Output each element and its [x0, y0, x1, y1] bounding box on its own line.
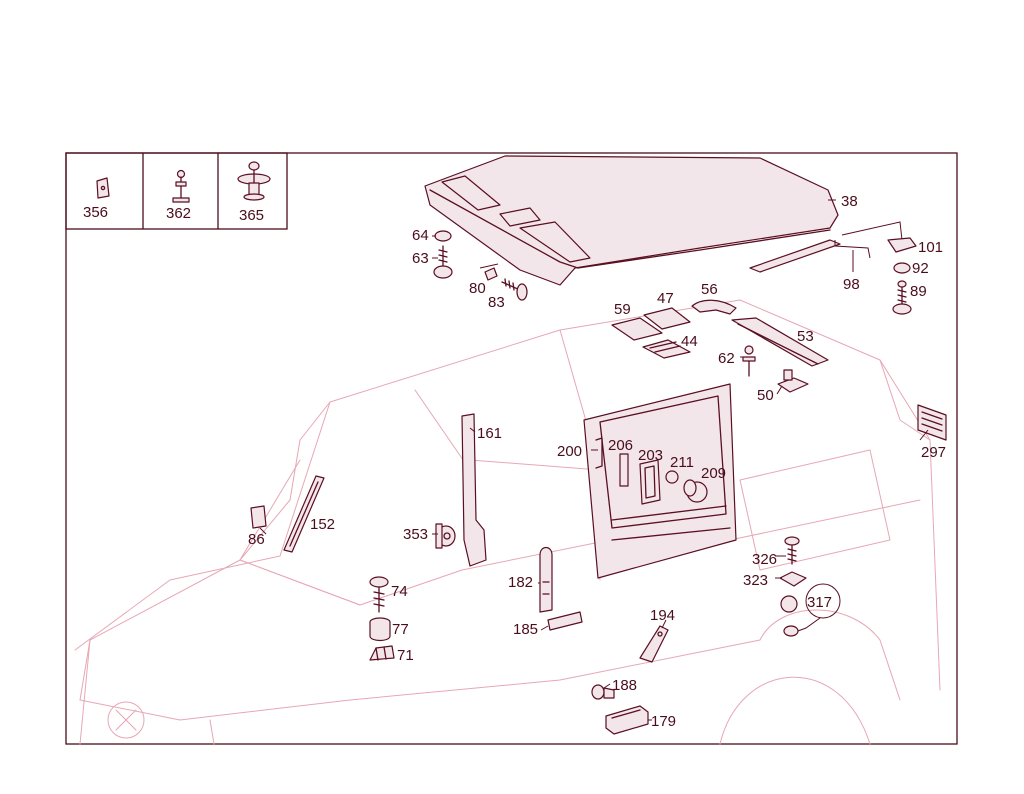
callout-323: 323: [743, 572, 768, 589]
washer-92: [893, 262, 911, 274]
handle-182: [539, 546, 553, 613]
legend-label-356: 356: [83, 204, 108, 221]
callout-152: 152: [310, 516, 335, 533]
callout-98: 98: [843, 276, 860, 293]
screw-74: [369, 576, 389, 613]
callout-297: 297: [921, 444, 946, 461]
step-179: [605, 705, 649, 735]
callout-86: 86: [248, 531, 265, 548]
callout-194: 194: [650, 607, 675, 624]
callout-50: 50: [757, 387, 774, 404]
handle-206: [619, 453, 629, 487]
callout-182: 182: [508, 574, 533, 591]
door-panel-200: [583, 383, 737, 579]
strip-98: [749, 239, 841, 273]
callout-56: 56: [701, 281, 718, 298]
callout-211: 211: [670, 454, 694, 471]
rail-53: [731, 317, 829, 367]
vent-297: [917, 404, 947, 441]
cap-80: [479, 263, 499, 281]
screw-83: [501, 278, 528, 301]
callout-353: 353: [403, 526, 428, 543]
spacer-77: [369, 617, 391, 642]
clip-356-icon: [96, 177, 110, 199]
callout-101: 101: [918, 239, 943, 256]
callout-209: 209: [701, 465, 726, 482]
leader-lines: [259, 199, 929, 721]
callout-80: 80: [469, 280, 486, 297]
washer-64: [434, 230, 452, 242]
callout-47: 47: [657, 290, 674, 307]
legend-label-365: 365: [239, 207, 264, 224]
callout-71: 71: [397, 647, 414, 664]
bracket-194: [639, 625, 669, 663]
pad-59: [611, 317, 663, 341]
plug-211: [665, 470, 679, 484]
callout-59: 59: [614, 301, 631, 318]
nut-323: [779, 571, 807, 587]
callout-38: 38: [841, 193, 858, 210]
callout-179: 179: [651, 713, 676, 730]
bracket-185: [547, 611, 583, 631]
latch-353: [435, 523, 456, 549]
screw-365-icon: [237, 161, 271, 201]
plug-317b: [783, 625, 799, 637]
callout-53: 53: [797, 328, 814, 345]
legend-boxes: 356 362 365: [65, 152, 288, 230]
screw-89: [892, 280, 912, 315]
callout-89: 89: [910, 283, 927, 300]
callout-63: 63: [412, 250, 429, 267]
callout-203: 203: [638, 447, 663, 464]
callout-83: 83: [488, 294, 505, 311]
callout-92: 92: [912, 260, 929, 277]
callout-64: 64: [412, 227, 429, 244]
callout-62: 62: [718, 350, 735, 367]
callout-317: 317: [807, 594, 832, 611]
screw-326: [784, 536, 800, 565]
screw-362-icon: [172, 169, 190, 203]
roof-panel-38: [424, 155, 839, 286]
cover-56: [691, 299, 737, 315]
screw-188: [591, 684, 615, 700]
bracket-101: [887, 237, 917, 253]
clip-86: [250, 505, 267, 529]
diagram-frame: [65, 152, 958, 745]
callout-326: 326: [752, 551, 777, 568]
plug-317a: [780, 595, 798, 613]
callout-77: 77: [392, 621, 409, 638]
callout-labels: 38 101 64 63 92 80 83 98 89 47 56 59 53 …: [248, 193, 946, 730]
screw-63: [433, 245, 453, 279]
clip-50: [777, 369, 809, 393]
callout-74: 74: [391, 583, 408, 600]
legend-label-362: 362: [166, 205, 191, 222]
callout-206: 206: [608, 437, 633, 454]
clip-71: [369, 645, 395, 661]
callout-200: 200: [557, 443, 582, 460]
callout-161: 161: [477, 425, 502, 442]
callout-188: 188: [612, 677, 637, 694]
screw-62: [742, 345, 756, 377]
callout-185: 185: [513, 621, 538, 638]
vehicle-outline: [74, 299, 941, 745]
callout-44: 44: [681, 333, 698, 350]
pad-47: [643, 307, 691, 330]
